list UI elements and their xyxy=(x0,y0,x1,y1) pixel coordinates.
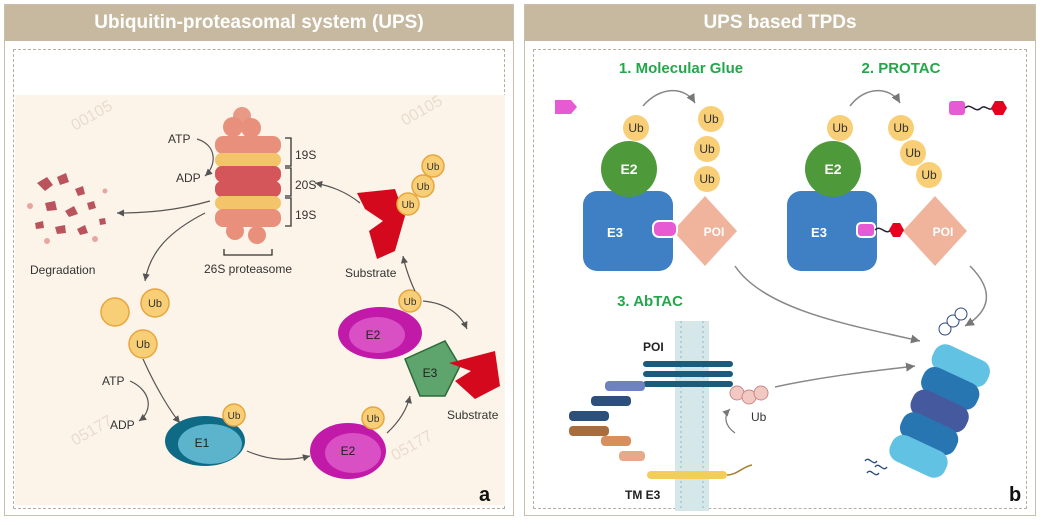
ub-chain-free: Ub Ub xyxy=(100,288,170,359)
label-20s: 20S xyxy=(295,178,316,192)
ub-label: Ub xyxy=(699,172,715,186)
label-degradation: Degradation xyxy=(30,263,95,277)
panel-b-letter: b xyxy=(1009,484,1021,506)
ub-label: Ub xyxy=(228,411,241,422)
label-e3: E3 xyxy=(423,366,438,380)
label-adp-bottom: ADP xyxy=(110,418,135,432)
molecular-glue-complex: E3 E2 Ub POI Ub Ub Ub xyxy=(583,89,737,271)
panel-b: UPS based TPDs 1. Molecular Glue 2. PROT… xyxy=(524,4,1036,516)
label-26s-proteasome: 26S proteasome xyxy=(204,262,292,276)
ub-label: Ub xyxy=(751,410,767,424)
ub-label: Ub xyxy=(832,121,848,135)
panel-a-letter: a xyxy=(479,484,491,506)
poi-label: POI xyxy=(704,225,725,239)
e2-e3-complex: E2 Ub E3 xyxy=(338,289,500,399)
label-e1: E1 xyxy=(195,436,210,450)
degradation-fragments xyxy=(27,173,108,244)
protac-complex: E3 E2 Ub POI Ub Ub Ub xyxy=(787,89,967,271)
e2-label: E2 xyxy=(620,161,637,177)
label-19s-top: 19S xyxy=(295,148,316,162)
label-substrate-bottom: Substrate xyxy=(447,408,499,422)
label-e2-top: E2 xyxy=(366,328,381,342)
protac-title: 2. PROTAC xyxy=(862,60,941,77)
e2-enzyme-bottom: Ub E2 xyxy=(310,406,386,479)
panel-a-title: Ubiquitin-proteasomal system (UPS) xyxy=(5,5,513,41)
ub-label: Ub xyxy=(905,146,921,160)
abtac-title: 3. AbTAC xyxy=(617,293,683,310)
tm-e3-label: TM E3 xyxy=(625,488,661,502)
abtac-complex: POI TM E3 Ub xyxy=(569,321,769,511)
proteasome-26s xyxy=(215,107,281,244)
molecular-glue-title: 1. Molecular Glue xyxy=(619,60,743,77)
glue-molecule-icon xyxy=(555,100,577,114)
panel-a: Ubiquitin-proteasomal system (UPS) 00105… xyxy=(4,4,514,516)
label-substrate-top: Substrate xyxy=(345,266,397,280)
abtac-poi-label: POI xyxy=(643,340,664,354)
ub-label: Ub xyxy=(628,121,644,135)
panel-b-title: UPS based TPDs xyxy=(525,5,1035,41)
ub-label: Ub xyxy=(367,414,380,425)
ub-label: Ub xyxy=(136,339,150,351)
label-e2-bottom: E2 xyxy=(341,444,356,458)
label-atp-bottom: ATP xyxy=(102,374,124,388)
ub-label: Ub xyxy=(699,142,715,156)
tpd-diagram: 1. Molecular Glue 2. PROTAC E3 E2 Ub POI… xyxy=(555,60,1021,511)
ups-diagram: 00105 00105 05177 05177 19S 20S 19S 26S … xyxy=(15,92,505,506)
e2-label: E2 xyxy=(824,161,841,177)
label-adp-top: ADP xyxy=(176,171,201,185)
ub-label: Ub xyxy=(148,298,162,310)
substrate-ubiquitinated: Ub Ub Ub xyxy=(357,154,445,259)
ub-label: Ub xyxy=(893,121,909,135)
protac-molecule-icon xyxy=(949,101,1007,115)
ub-label: Ub xyxy=(417,182,430,193)
ub-label: Ub xyxy=(921,168,937,182)
ub-label: Ub xyxy=(402,200,415,211)
proteasome-icon xyxy=(864,307,990,478)
label-19s-bottom: 19S xyxy=(295,208,316,222)
ub-label: Ub xyxy=(427,162,440,173)
ub-label: Ub xyxy=(703,112,719,126)
e3-label: E3 xyxy=(607,225,623,240)
e1-enzyme: Ub E1 xyxy=(165,403,246,466)
ub-label: Ub xyxy=(404,297,417,308)
e3-label: E3 xyxy=(811,225,827,240)
panel-b-frame xyxy=(533,49,1027,509)
poi-label: POI xyxy=(933,225,954,239)
label-atp-top: ATP xyxy=(168,132,190,146)
